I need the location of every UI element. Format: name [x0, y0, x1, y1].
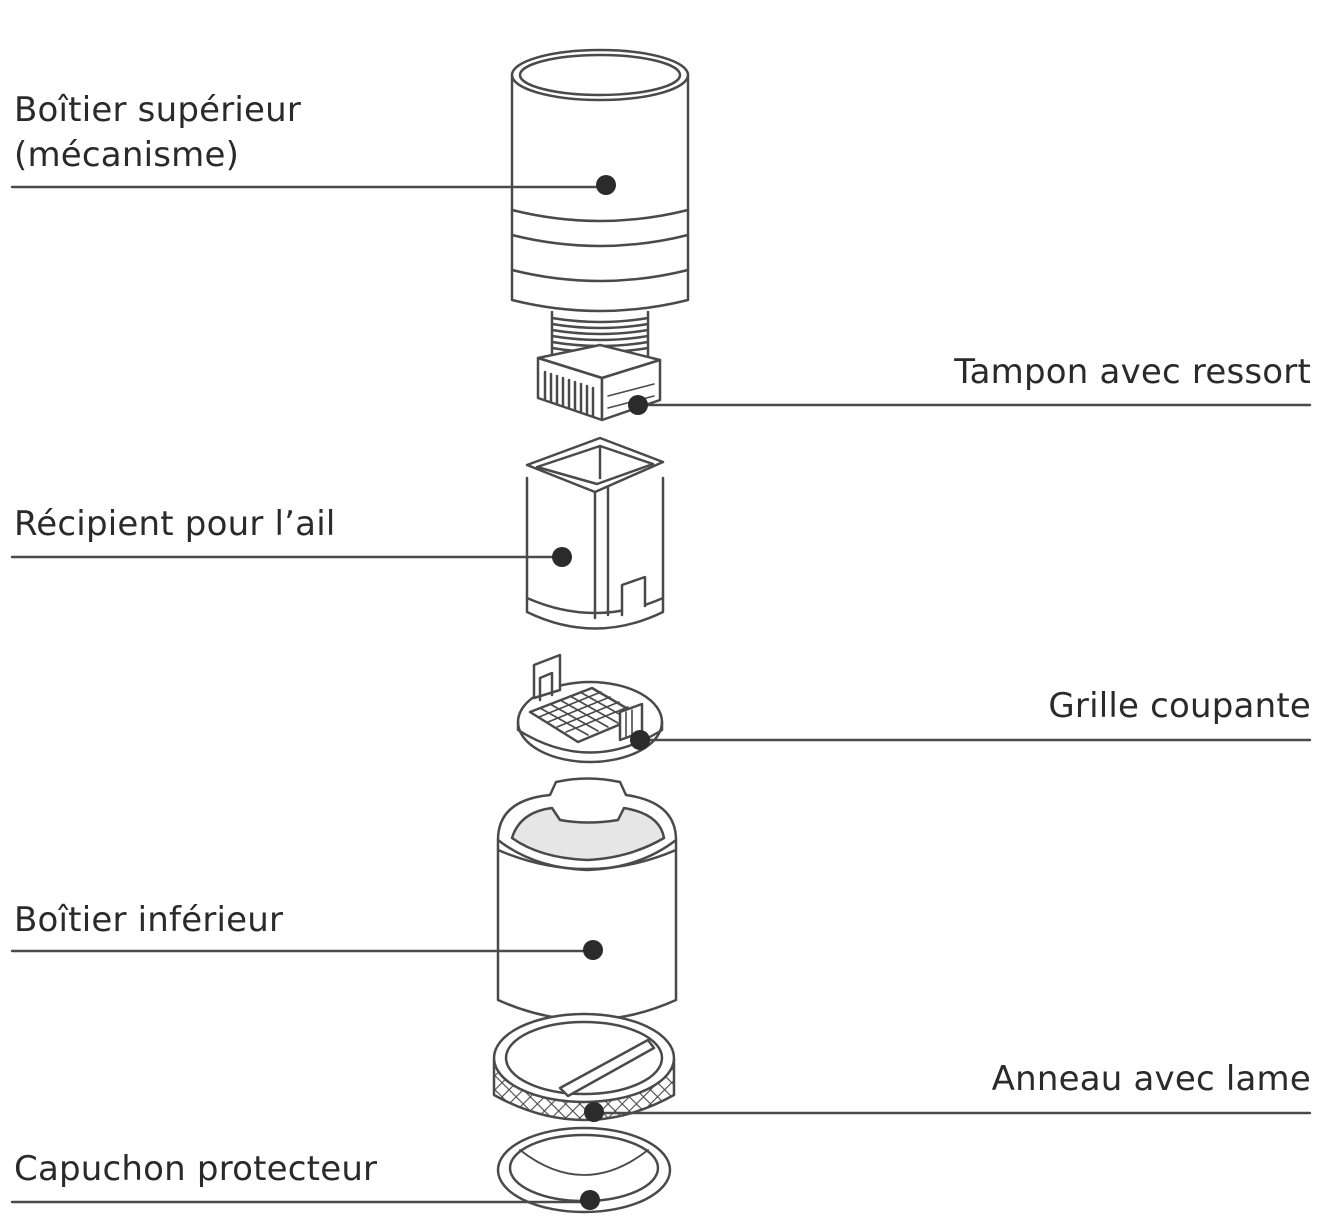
label-garlic-container: Récipient pour l’ail [14, 504, 336, 544]
callout-dot [583, 940, 603, 960]
callout-dots [552, 175, 650, 1210]
leader-lines [10, 185, 1312, 1204]
label-upper-housing-line2: (mécanisme) [14, 135, 240, 175]
callout-dot [552, 547, 572, 567]
callout-dot [584, 1102, 604, 1122]
label-spring-pad: Tampon avec ressort [954, 352, 1311, 392]
label-lower-housing: Boîtier inférieur [14, 900, 284, 940]
label-cutting-grid: Grille coupante [1048, 686, 1311, 726]
callout-dot [596, 175, 616, 195]
label-blade-ring: Anneau avec lame [991, 1059, 1311, 1099]
lower-housing-part [496, 777, 678, 1022]
label-upper-housing-line1: Boîtier supérieur [14, 90, 302, 130]
protective-cap-part [496, 1126, 672, 1214]
garlic-container-part [525, 436, 665, 630]
callout-dot [628, 395, 648, 415]
callout-dot [630, 730, 650, 750]
label-protective-cap: Capuchon protecteur [14, 1149, 378, 1189]
blade-ring-part [492, 1012, 676, 1122]
spring-pad-part [536, 343, 662, 422]
callout-dot [580, 1190, 600, 1210]
cutting-grid-part [516, 653, 664, 764]
